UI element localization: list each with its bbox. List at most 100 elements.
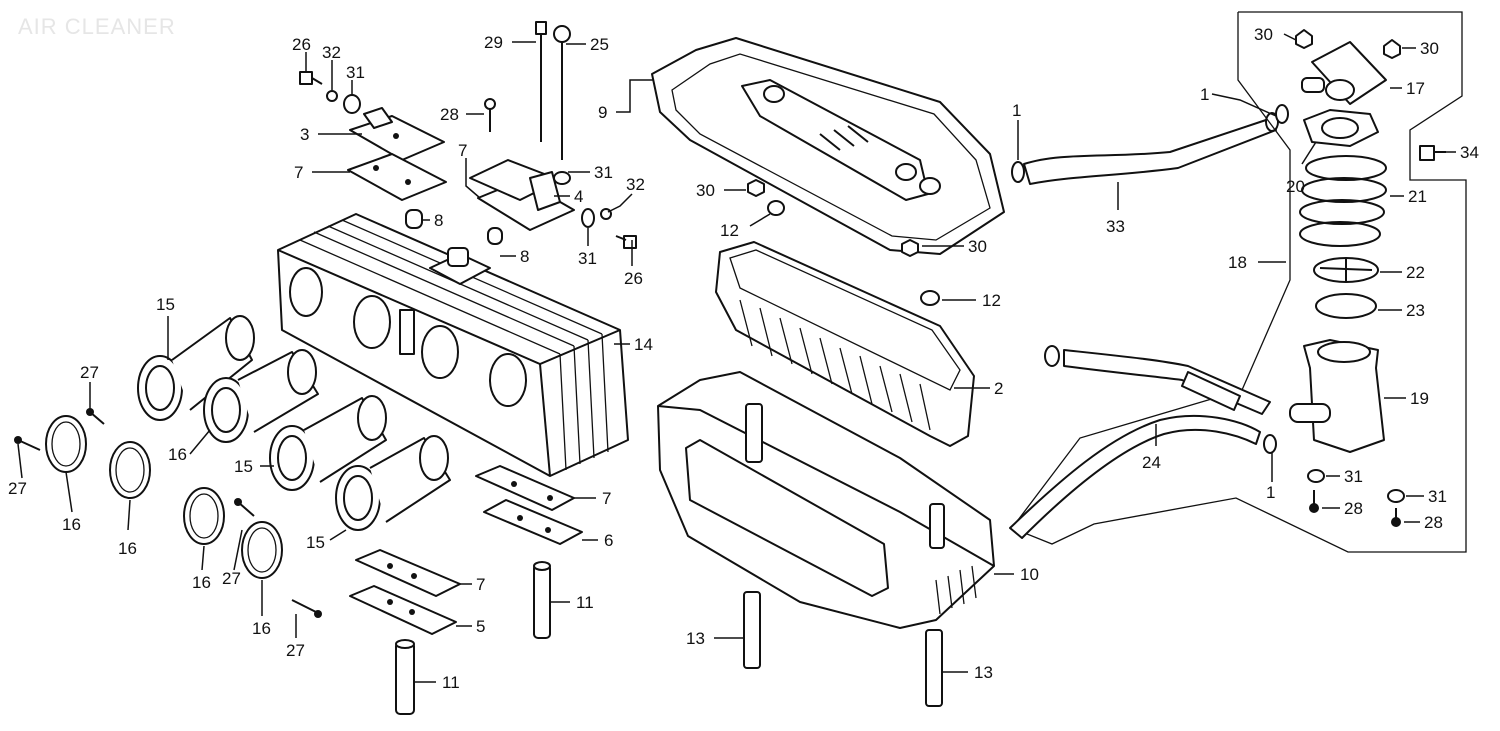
callout-9: 9 xyxy=(598,103,607,122)
screw-34 xyxy=(1419,145,1446,161)
callout-19: 19 xyxy=(1410,389,1429,408)
callout-27: 27 xyxy=(8,479,27,498)
air-cleaner-case-14 xyxy=(277,213,629,477)
callout-numbers: 26 32 31 3 7 8 29 25 28 7 31 4 32 8 31 2… xyxy=(8,25,1479,692)
callout-12: 12 xyxy=(982,291,1001,310)
breather-tube-33 xyxy=(1011,112,1279,185)
bolt-29 xyxy=(535,21,547,142)
callout-31: 31 xyxy=(594,163,613,182)
spring-21 xyxy=(1299,155,1387,247)
callout-30: 30 xyxy=(1420,39,1439,58)
callout-26: 26 xyxy=(624,269,643,288)
callout-13: 13 xyxy=(974,663,993,682)
connecting-tube-15-d xyxy=(335,435,451,531)
plate-5 xyxy=(349,585,457,635)
callout-34: 34 xyxy=(1460,143,1479,162)
hose-clamp-16-b xyxy=(109,441,151,499)
callout-32: 32 xyxy=(322,43,341,62)
grommet-31-mid xyxy=(553,171,571,185)
grommet-31-right-a xyxy=(1307,469,1325,483)
hose-clamp-16-c xyxy=(183,487,225,545)
callout-28: 28 xyxy=(1344,499,1363,518)
callout-1: 1 xyxy=(1200,85,1209,104)
nut-30-right-a xyxy=(1295,29,1313,49)
callout-7: 7 xyxy=(458,141,467,160)
callout-7: 7 xyxy=(294,163,303,182)
callout-30: 30 xyxy=(696,181,715,200)
callout-26: 26 xyxy=(292,35,311,54)
breather-assembly-outline-18 xyxy=(1010,11,1467,553)
callout-15: 15 xyxy=(234,457,253,476)
connecting-tube-15-b xyxy=(203,349,319,443)
callout-16: 16 xyxy=(62,515,81,534)
nut-30-right-b xyxy=(1383,39,1401,59)
clip-1-a xyxy=(1044,345,1060,367)
diaphragm-23 xyxy=(1315,293,1377,319)
gasket-20 xyxy=(1303,109,1379,147)
callout-15: 15 xyxy=(306,533,325,552)
stud-25 xyxy=(553,25,571,160)
callout-8: 8 xyxy=(434,211,443,230)
hose-clamp-16-d xyxy=(241,521,283,579)
cushion-12-top xyxy=(767,200,785,216)
hose-clamp-16-a xyxy=(45,415,87,473)
cushion-8-left xyxy=(405,209,423,229)
bolt-28-right-b xyxy=(1391,508,1401,527)
callout-27: 27 xyxy=(80,363,99,382)
callout-31: 31 xyxy=(1344,467,1363,486)
bracket-3 xyxy=(349,107,445,161)
screw-27-a xyxy=(14,436,41,451)
callout-28: 28 xyxy=(440,105,459,124)
drain-tube-24 xyxy=(1009,414,1261,539)
diagram-title: AIR CLEANER xyxy=(18,14,176,39)
connecting-tube-15-a xyxy=(137,315,255,421)
callout-29: 29 xyxy=(484,33,503,52)
cushion-12-right xyxy=(920,290,940,306)
callout-12: 12 xyxy=(720,221,739,240)
clip-1-b xyxy=(1263,434,1277,454)
collar-13-b xyxy=(925,629,943,707)
callout-15: 15 xyxy=(156,295,175,314)
collar-13-a xyxy=(743,591,761,669)
callout-27: 27 xyxy=(222,569,241,588)
callout-10: 10 xyxy=(1020,565,1039,584)
air-cleaner-cover-9 xyxy=(651,37,1005,255)
collar-11-a xyxy=(533,561,551,639)
callout-2: 2 xyxy=(994,379,1003,398)
nut-30-element xyxy=(901,239,919,257)
plate-6 xyxy=(483,499,583,545)
callout-4: 4 xyxy=(574,187,583,206)
callout-27: 27 xyxy=(286,641,305,660)
grommet-31-low xyxy=(581,208,595,228)
grommet-31-top xyxy=(343,94,361,114)
air-cleaner-case-10 xyxy=(657,371,995,629)
breather-hose xyxy=(1063,349,1271,415)
bolt-26-right xyxy=(615,235,637,249)
callout-28: 28 xyxy=(1424,513,1443,532)
grommet-31-right-b xyxy=(1387,489,1405,503)
callout-11: 11 xyxy=(576,593,594,612)
callout-21: 21 xyxy=(1408,187,1427,206)
callout-7: 7 xyxy=(602,489,611,508)
callout-14: 14 xyxy=(634,335,653,354)
callout-23: 23 xyxy=(1406,301,1425,320)
connecting-tube-15-c xyxy=(269,395,387,491)
callout-1: 1 xyxy=(1012,101,1021,120)
bracket-4-assembly xyxy=(469,159,575,231)
callout-7: 7 xyxy=(476,575,485,594)
washer-32-top xyxy=(326,90,338,102)
screw-27-c xyxy=(234,498,255,517)
callout-6: 6 xyxy=(604,531,613,550)
callout-1: 1 xyxy=(1266,483,1275,502)
callout-32: 32 xyxy=(626,175,645,194)
bolt-26-top xyxy=(299,71,323,85)
callout-13: 13 xyxy=(686,629,705,648)
callout-22: 22 xyxy=(1406,263,1425,282)
callout-31: 31 xyxy=(1428,487,1447,506)
callout-3: 3 xyxy=(300,125,309,144)
breather-housing-19 xyxy=(1289,339,1385,453)
callout-33: 33 xyxy=(1106,217,1125,236)
callout-11: 11 xyxy=(442,673,460,692)
callout-5: 5 xyxy=(476,617,485,636)
